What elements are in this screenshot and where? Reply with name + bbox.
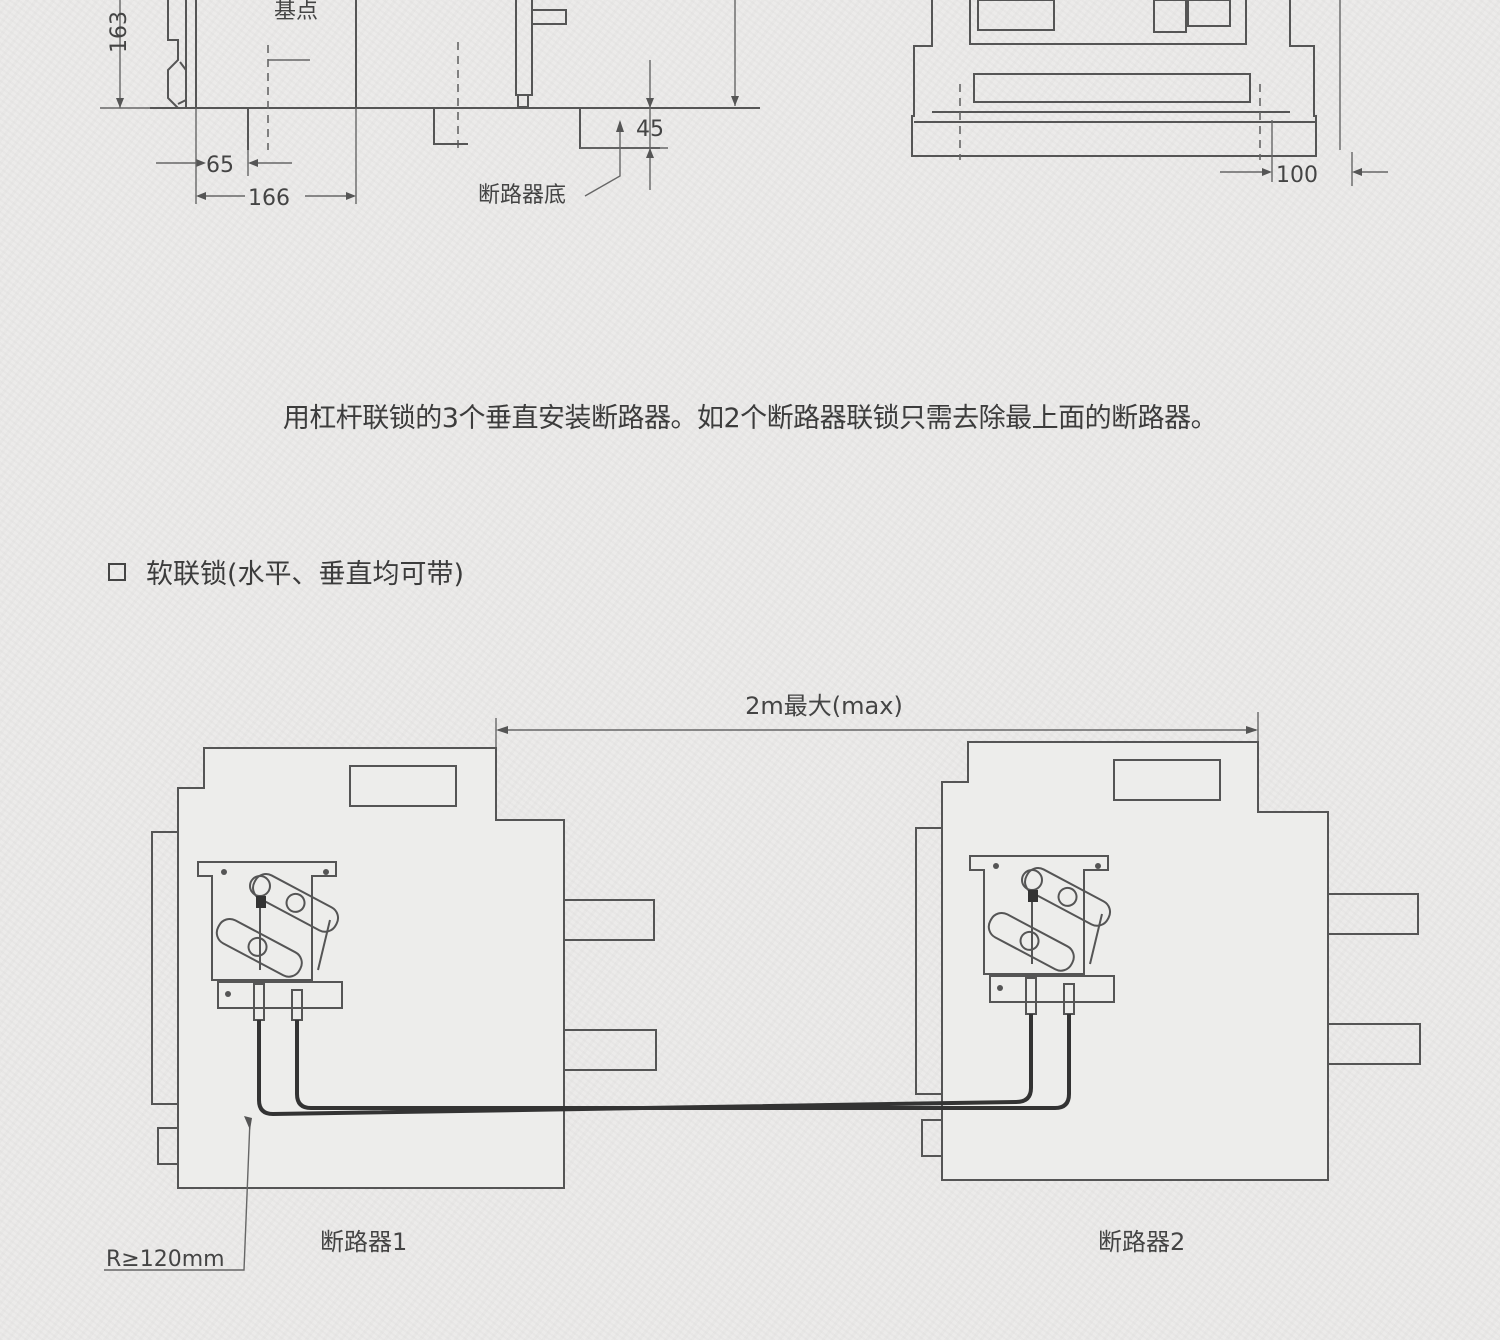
soft-interlock-diagram: 2m最大(max) bbox=[104, 692, 1421, 1272]
breaker-1-drawing: 断路器1 bbox=[151, 747, 657, 1256]
dim-65: 65 bbox=[206, 153, 234, 178]
interlock-caption: 用杠杆联锁的3个垂直安装断路器。如2个断路器联锁只需去除最上面的断路器。 bbox=[282, 403, 1218, 434]
breaker-bottom-label: 断路器底 bbox=[478, 183, 566, 208]
interlock-cable-inner bbox=[295, 1014, 1071, 1110]
section-title: 软联锁(水平、垂直均可带) bbox=[146, 559, 465, 590]
radius-label: R≥120mm bbox=[106, 1247, 225, 1272]
top-right-front-view: 100 bbox=[911, 0, 1388, 188]
section-heading: 软联锁(水平、垂直均可带) bbox=[108, 552, 464, 591]
dim-100: 100 bbox=[1276, 163, 1318, 188]
breaker-2-label: 断路器2 bbox=[1098, 1228, 1185, 1256]
distance-label: 2m最大(max) bbox=[745, 692, 903, 720]
breaker-2-drawing: 断路器2 bbox=[915, 741, 1421, 1256]
breaker-1-label: 断路器1 bbox=[320, 1228, 407, 1256]
dim-45: 45 bbox=[636, 117, 664, 142]
top-left-side-view: 163 45 断路器底 基点 bbox=[100, 0, 760, 211]
dim-166: 166 bbox=[248, 186, 290, 211]
datum-label: 基点 bbox=[274, 0, 318, 24]
dim-163: 163 bbox=[107, 11, 132, 53]
checkbox-square-icon bbox=[108, 562, 126, 581]
